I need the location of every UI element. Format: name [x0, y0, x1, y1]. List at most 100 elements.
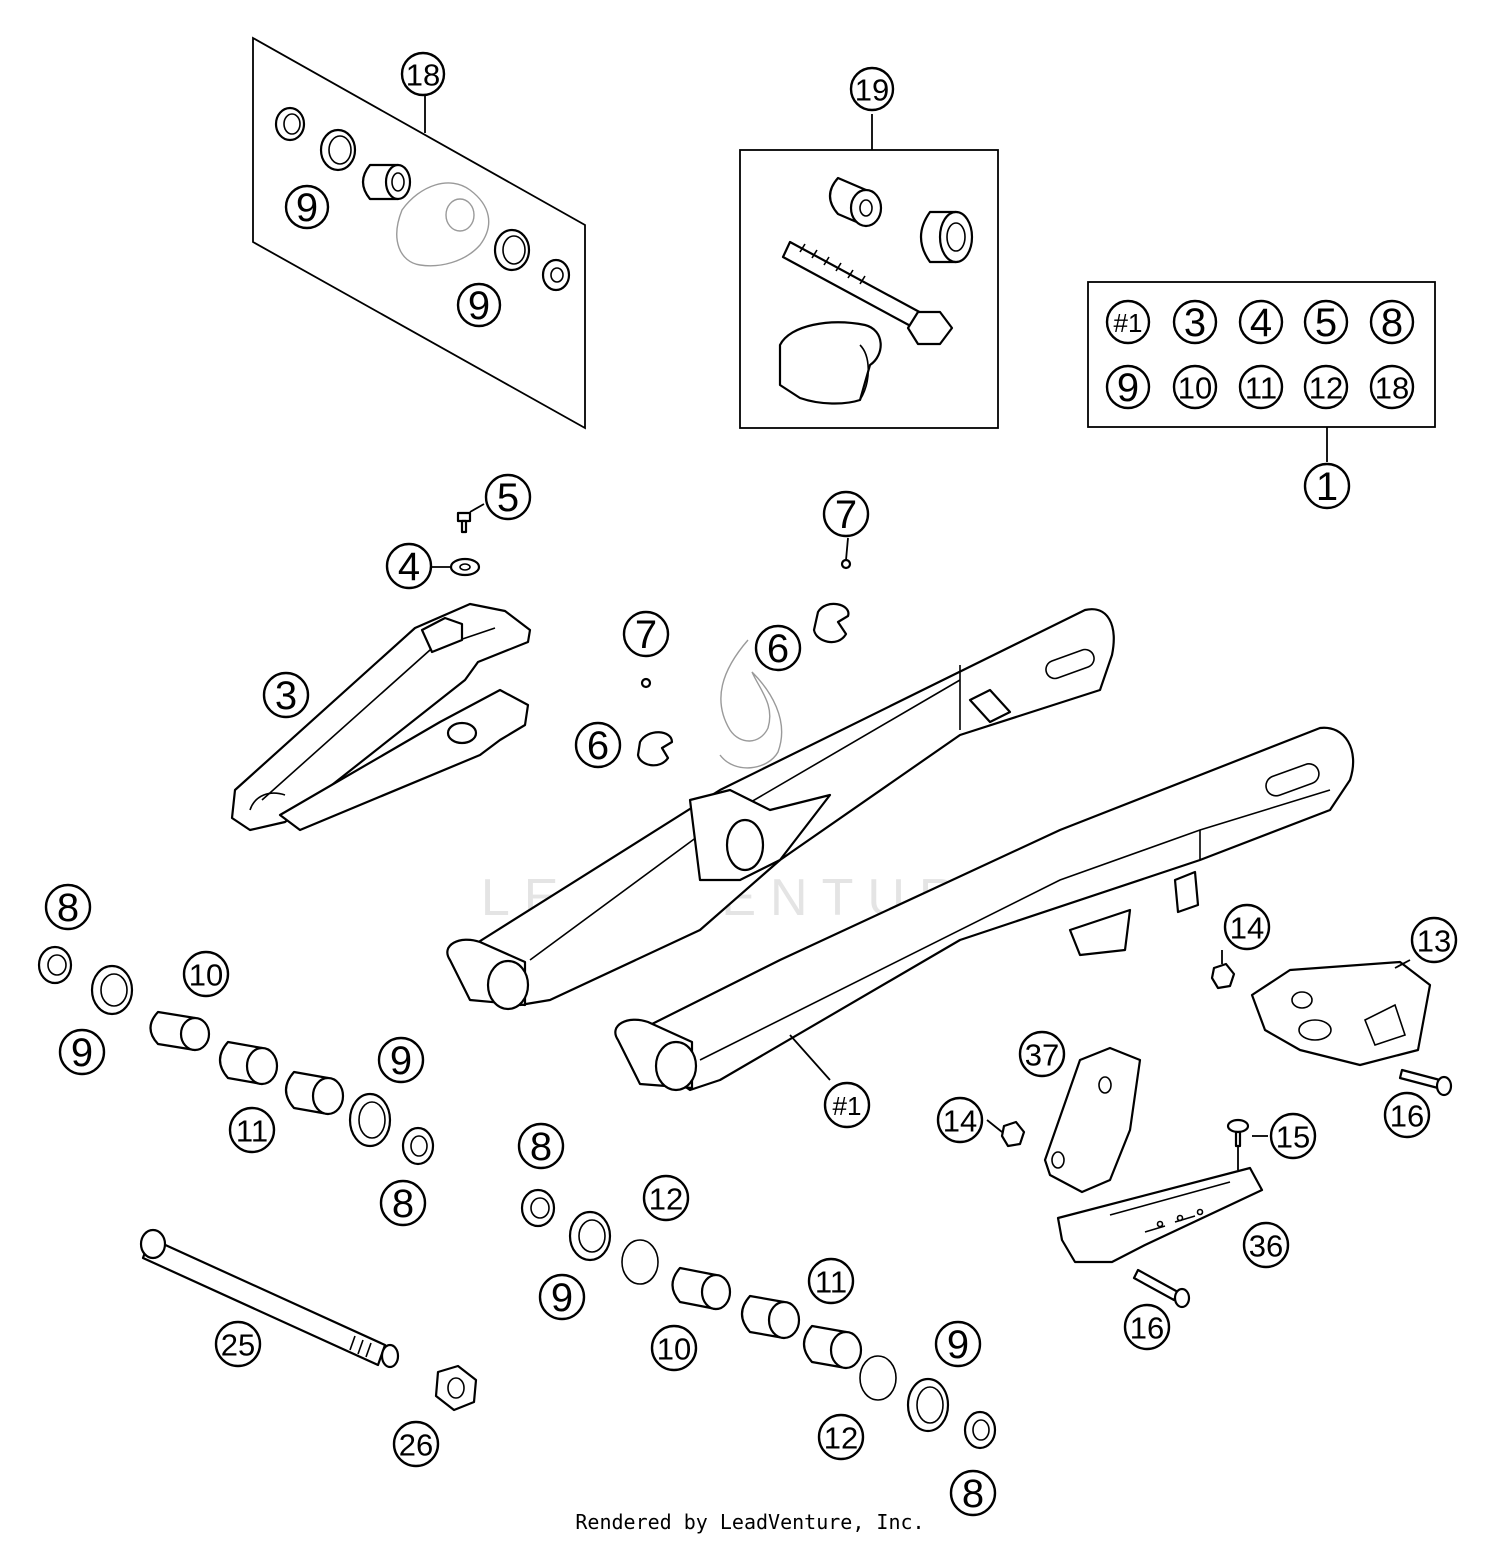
- callout-circle: [622, 610, 670, 658]
- callout-circle: [392, 1420, 440, 1468]
- callout-c9f: 9: [934, 1320, 982, 1368]
- leader-lines: [432, 503, 1411, 1170]
- callout-c9c: 9: [58, 1028, 106, 1076]
- needle-bearing-part: [740, 1294, 801, 1340]
- credit-line: Rendered by LeadVenture, Inc.: [575, 1510, 925, 1534]
- callout-label: 8: [1381, 301, 1403, 345]
- callout-label: 36: [1249, 1229, 1283, 1264]
- callout-circle: [1018, 1030, 1066, 1078]
- callout-c4: 4: [385, 542, 433, 590]
- callout-circle: [228, 1106, 276, 1154]
- bushing-part: [671, 1266, 732, 1311]
- pivot-stack-right: [520, 1188, 997, 1450]
- nut-part: [1000, 1120, 1026, 1148]
- callout-circle: [1242, 1221, 1290, 1269]
- callout-k9: 9: [1105, 364, 1151, 410]
- callout-c25: 25: [214, 1320, 262, 1368]
- callout-label: 11: [815, 1265, 847, 1300]
- callout-circle: [574, 721, 622, 769]
- shim-part: [859, 1355, 897, 1401]
- callout-c9e: 9: [538, 1273, 586, 1321]
- callout-c12a: 12: [642, 1174, 690, 1222]
- bolt-part: [1398, 1068, 1453, 1097]
- callout-circle: [456, 282, 502, 328]
- callout-c13: 13: [1410, 916, 1458, 964]
- callout-c1h: #1: [823, 1081, 871, 1129]
- bracket-outline-part: [396, 182, 490, 267]
- callout-label: 7: [635, 613, 657, 657]
- callout-label: 19: [855, 73, 889, 108]
- callout-c14a: 14: [936, 1096, 984, 1144]
- callout-k11: 11: [1238, 364, 1284, 410]
- callout-circle: [379, 1179, 427, 1227]
- callout-circle: [1369, 299, 1415, 345]
- callout-label: 8: [57, 886, 79, 930]
- callout-c8a: 8: [44, 883, 92, 931]
- bearing-part: [919, 210, 974, 264]
- pivot-shaft-part: [139, 1228, 400, 1369]
- callout-c15: 15: [1269, 1112, 1317, 1160]
- seal-ring-part: [348, 1092, 392, 1148]
- callout-circle: [1303, 299, 1349, 345]
- callout-c9a: 9: [284, 184, 330, 230]
- callout-k3: 3: [1172, 299, 1218, 345]
- callout-circle: [1223, 903, 1271, 951]
- callout-label: 8: [392, 1182, 414, 1226]
- callout-circle: [1369, 364, 1415, 410]
- kit-19-bushing-kit: [739, 114, 999, 429]
- callout-label: 15: [1276, 1120, 1310, 1155]
- callout-circle: [1172, 364, 1218, 410]
- callout-label: #1: [1114, 308, 1143, 338]
- callout-circle: [377, 1036, 425, 1084]
- screw-part: [1226, 1118, 1250, 1148]
- callout-c6a: 6: [754, 624, 802, 672]
- callout-c18: 18: [400, 51, 446, 97]
- callout-c36: 36: [1242, 1221, 1290, 1269]
- callout-c1: 1: [1303, 462, 1351, 510]
- callout-label: 9: [71, 1031, 93, 1075]
- callout-label: 4: [1250, 301, 1272, 345]
- kit-18-bearing-kit: [252, 36, 586, 430]
- shim-part: [621, 1239, 659, 1285]
- callout-label: 7: [835, 493, 857, 537]
- callout-label: 6: [587, 724, 609, 768]
- callout-label: 9: [947, 1323, 969, 1367]
- callout-label: 4: [398, 545, 420, 589]
- washer-part: [963, 1410, 997, 1450]
- bushing-part: [149, 1010, 211, 1052]
- half-shell-part: [778, 321, 882, 405]
- callout-label: 37: [1025, 1038, 1059, 1073]
- seal-ring-part: [274, 106, 306, 142]
- callout-circle: [538, 1273, 586, 1321]
- callout-circle: [214, 1320, 262, 1368]
- bolt-part: [1132, 1268, 1191, 1309]
- callout-label: 14: [1230, 911, 1264, 946]
- callout-k8: 8: [1369, 299, 1415, 345]
- callout-circle: [807, 1257, 855, 1305]
- callout-circle: [822, 490, 870, 538]
- seal-ring-part: [568, 1210, 612, 1262]
- callout-c11a: 11: [228, 1106, 276, 1154]
- callout-circle: [284, 184, 330, 230]
- callout-label: 1: [1316, 465, 1338, 509]
- callout-circle: [1105, 299, 1151, 345]
- seal-ring-part: [319, 128, 357, 172]
- callout-circle: [1172, 299, 1218, 345]
- seal-ring-part: [906, 1377, 950, 1433]
- callout-label: 16: [1130, 1311, 1164, 1346]
- callout-circle: [650, 1324, 698, 1372]
- callout-circle: [1303, 462, 1351, 510]
- clip-part: [636, 677, 674, 767]
- callout-circle: [1269, 1112, 1317, 1160]
- callout-c10a: 10: [182, 950, 230, 998]
- callout-label: 5: [1315, 301, 1337, 345]
- callout-c26: 26: [392, 1420, 440, 1468]
- callout-k5: 5: [1303, 299, 1349, 345]
- callout-label: 8: [530, 1125, 552, 1169]
- callout-c11b: 11: [807, 1257, 855, 1305]
- callout-c5: 5: [484, 473, 532, 521]
- callout-label: 6: [767, 627, 789, 671]
- callout-label: 18: [406, 58, 440, 93]
- kit-1-contents: [1087, 281, 1436, 462]
